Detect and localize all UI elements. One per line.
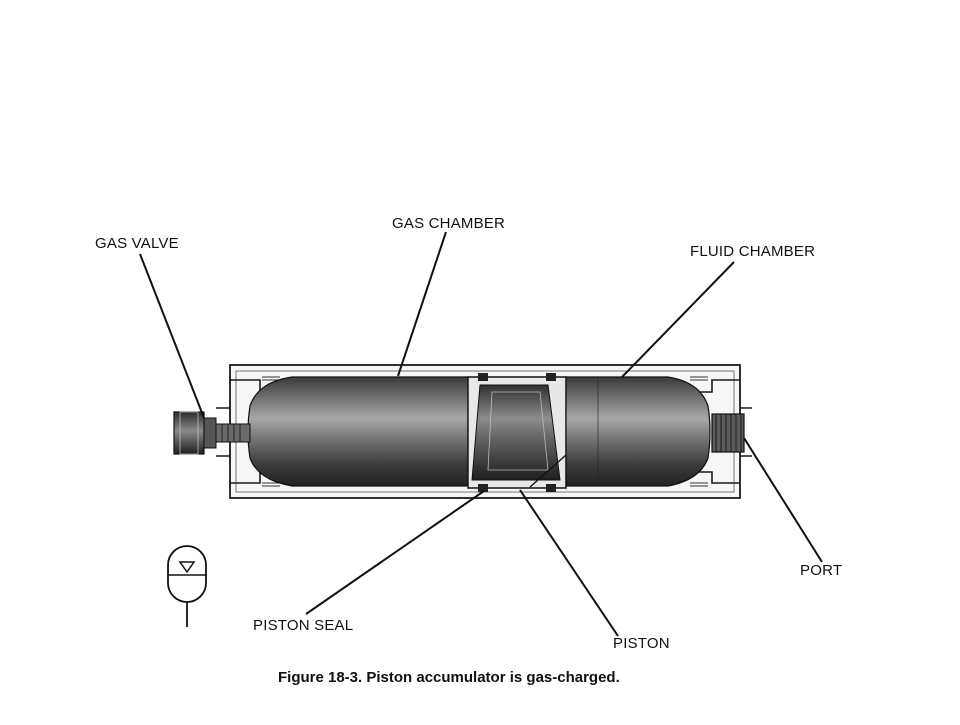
port-leader (743, 437, 823, 563)
label-piston: PISTON (613, 635, 670, 652)
piston-leader (519, 489, 619, 637)
label-piston-seal: PISTON SEAL (253, 617, 353, 634)
port-fitting (711, 413, 745, 453)
fluid-chamber (565, 376, 711, 487)
gas-chamber (247, 376, 469, 487)
piston-seal-leader (305, 490, 485, 615)
gas-valve (173, 411, 251, 455)
accumulator-symbol-icon (167, 545, 207, 627)
gas-valve-leader (139, 253, 205, 419)
label-gas-valve: GAS VALVE (95, 235, 179, 252)
piston (467, 373, 567, 492)
label-gas-chamber: GAS CHAMBER (392, 215, 505, 232)
fluid-chamber-leader (621, 261, 735, 378)
label-port: PORT (800, 562, 842, 579)
gas-chamber-leader (397, 231, 447, 377)
label-fluid-chamber: FLUID CHAMBER (690, 243, 815, 260)
figure-caption: Figure 18-3. Piston accumulator is gas-c… (278, 669, 620, 686)
